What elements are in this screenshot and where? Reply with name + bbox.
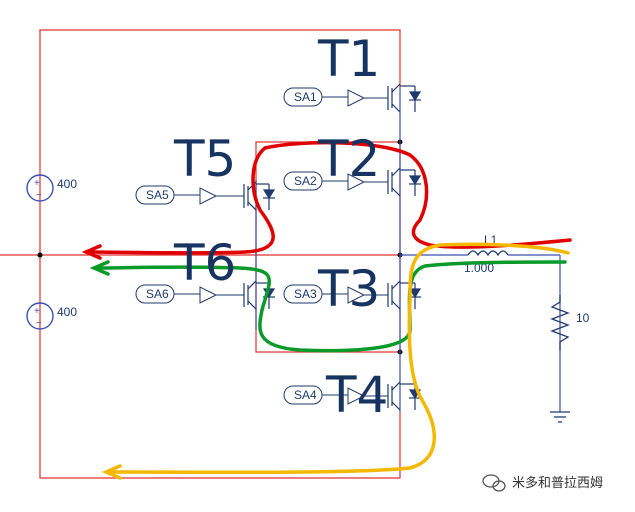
gate-driver-sa5: SA5 [135,185,244,205]
source-upper-value: 400 [57,177,77,191]
sa3-label: SA3 [294,287,317,301]
label-t5: T5 [173,130,236,188]
gate-driver-sa4: SA4 [283,385,388,405]
current-path-green [89,260,567,353]
current-path-red [81,140,572,260]
load-value: 10 [576,311,590,325]
label-t3: T3 [317,260,380,318]
gate-driver-sa1: SA1 [283,87,388,107]
watermark: 米多和普拉西姆 [482,474,603,492]
wechat-icon [482,474,506,492]
load-resistor: 10 [550,295,590,423]
watermark-text: 米多和普拉西姆 [512,475,603,491]
gate-driver-sa6: SA6 [135,284,244,304]
dc-source-lower: + − 400 [26,302,77,330]
label-t2: T2 [317,130,380,188]
sa1-label: SA1 [294,90,317,104]
gate-driver-sa2: SA2 [283,171,388,191]
source-lower-value: 400 [57,305,77,319]
dc-source-upper: + − 400 [26,174,77,202]
gate-driver-sa3: SA3 [283,284,388,304]
current-path-yellow [101,242,570,480]
svg-text:−: − [36,318,42,329]
label-t6: T6 [173,234,236,292]
sa6-label: SA6 [146,287,169,301]
svg-text:−: − [36,190,42,201]
sa4-label: SA4 [294,388,317,402]
svg-text:+: + [34,178,40,189]
sa5-label: SA5 [146,188,169,202]
inductor-l1: L1 1.000 [464,233,509,275]
label-t4: T4 [325,366,388,424]
sa2-label: SA2 [294,174,317,188]
label-t1: T1 [317,30,380,88]
svg-text:+: + [34,306,40,317]
switch-leg-wires [255,88,561,412]
